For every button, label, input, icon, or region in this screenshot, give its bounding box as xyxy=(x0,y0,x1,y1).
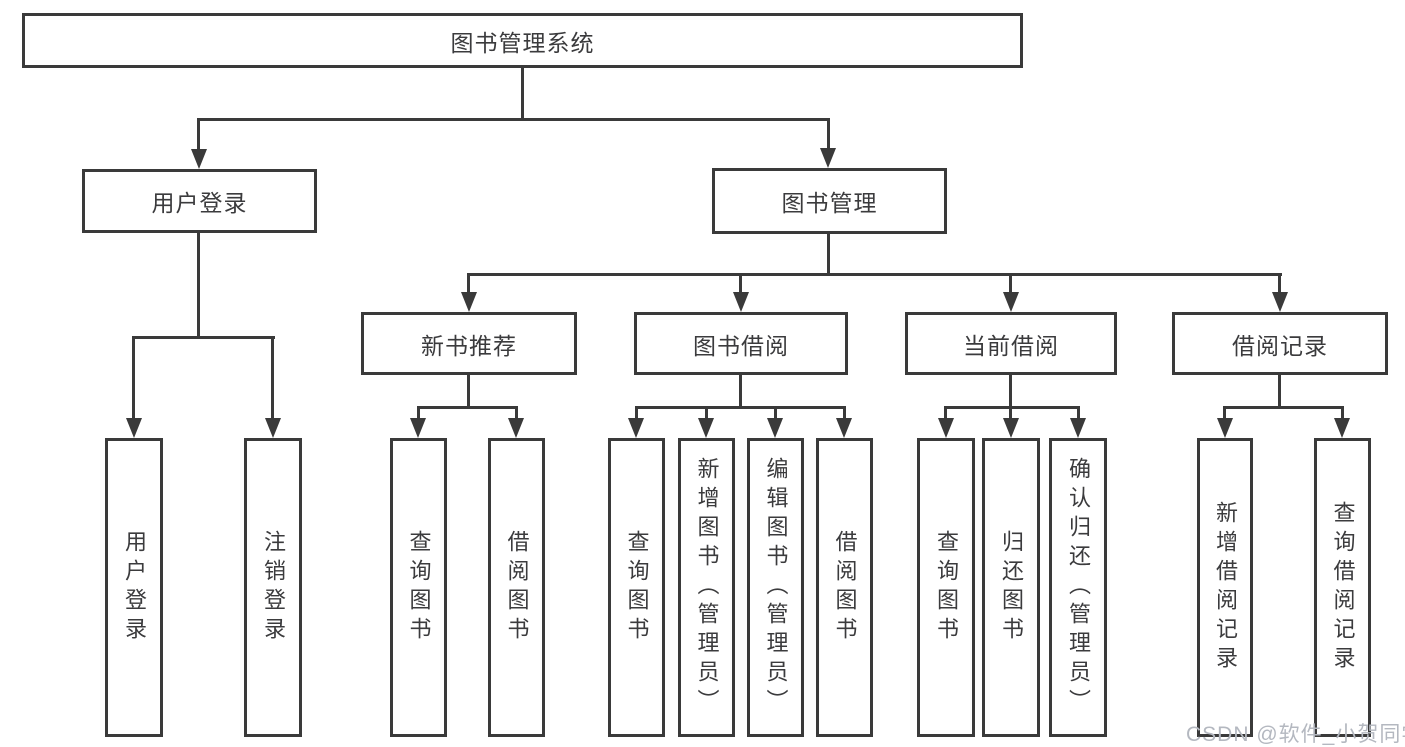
connector-drop-br-query xyxy=(1341,406,1344,424)
arrowhead-br-add xyxy=(1217,418,1233,438)
connector-drop-cb-confirm xyxy=(1077,406,1080,424)
leaf-logout: 注销登录 xyxy=(244,438,302,737)
connector-borrowing-records-leaf-bus xyxy=(1223,406,1344,409)
arrowhead-new-book xyxy=(461,292,477,312)
connector-drop-bb-add xyxy=(705,406,708,424)
arrowhead-book-management xyxy=(820,148,836,168)
connector-drop-bb-borrow xyxy=(843,406,846,424)
arrowhead-bb-query xyxy=(628,418,644,438)
leaf-cb-return-books-label: 归还图书 xyxy=(999,529,1024,646)
node-book-management: 图书管理 xyxy=(712,168,947,234)
arrowhead-br-query xyxy=(1334,418,1350,438)
leaf-bb-edit-books-admin: 编辑图书（管理员） xyxy=(747,438,804,737)
node-new-book-recommend: 新书推荐 xyxy=(361,312,577,375)
node-borrowing-records-label: 借阅记录 xyxy=(1232,332,1328,359)
leaf-cb-query-books-label: 查询图书 xyxy=(934,529,959,646)
arrowhead-bb-add xyxy=(698,418,714,438)
arrowhead-user-login xyxy=(191,149,207,169)
node-root-label: 图书管理系统 xyxy=(450,29,595,56)
connector-current-borrowing-leaf-bus xyxy=(944,406,1080,409)
arrowhead-bb-borrow xyxy=(836,418,852,438)
connector-drop-cb-query xyxy=(944,406,947,424)
connector-user-leaf-bus xyxy=(132,336,275,339)
node-borrowing-records: 借阅记录 xyxy=(1172,312,1388,375)
arrowhead-leaf-user-login xyxy=(126,418,142,438)
leaf-bb-borrow-books-label: 借阅图书 xyxy=(832,529,858,646)
connector-drop-book-borrowing xyxy=(739,273,742,297)
connector-book-borrowing-stub xyxy=(739,375,742,409)
connector-drop-bb-query xyxy=(635,406,638,424)
leaf-nb-query-books: 查询图书 xyxy=(390,438,447,737)
connector-drop-book-management xyxy=(827,118,830,153)
connector-new-book-leaf-bus xyxy=(417,406,518,409)
leaf-cb-confirm-return-admin: 确认归还（管理员） xyxy=(1049,438,1107,737)
connector-level2-bus xyxy=(198,118,830,121)
connector-drop-user-login xyxy=(197,118,200,154)
leaf-nb-borrow-books: 借阅图书 xyxy=(488,438,545,737)
arrowhead-cb-query xyxy=(938,418,954,438)
arrowhead-current-borrowing xyxy=(1003,292,1019,312)
connector-drop-br-add xyxy=(1223,406,1226,424)
node-current-borrowing: 当前借阅 xyxy=(905,312,1117,375)
leaf-bb-query-books: 查询图书 xyxy=(608,438,665,737)
node-root: 图书管理系统 xyxy=(22,13,1023,68)
leaf-logout-label: 注销登录 xyxy=(261,529,286,646)
leaf-nb-query-books-label: 查询图书 xyxy=(406,529,432,646)
connector-user-login-stub xyxy=(197,232,200,339)
connector-drop-current-borrowing xyxy=(1009,273,1012,297)
connector-drop-leaf-logout xyxy=(271,336,274,424)
connector-drop-leaf-user-login xyxy=(132,336,135,424)
connector-drop-bb-edit xyxy=(774,406,777,424)
leaf-user-login-label: 用户登录 xyxy=(122,529,147,646)
leaf-cb-query-books: 查询图书 xyxy=(917,438,975,737)
node-book-management-label: 图书管理 xyxy=(781,190,878,216)
connector-drop-borrowing-records xyxy=(1278,273,1281,297)
connector-level3-bus xyxy=(467,273,1282,276)
arrowhead-leaf-logout xyxy=(265,418,281,438)
leaf-bb-borrow-books: 借阅图书 xyxy=(816,438,873,737)
leaf-cb-confirm-return-admin-label: 确认归还（管理员） xyxy=(1066,457,1091,718)
node-user-login: 用户登录 xyxy=(82,169,317,233)
leaf-user-login: 用户登录 xyxy=(105,438,163,737)
arrowhead-cb-return xyxy=(1003,418,1019,438)
connector-root-stub xyxy=(521,68,524,121)
connector-drop-cb-return xyxy=(1009,406,1012,424)
leaf-br-add-record-label: 新增借阅记录 xyxy=(1213,500,1238,675)
connector-drop-nb-borrow xyxy=(515,406,518,424)
leaf-cb-return-books: 归还图书 xyxy=(982,438,1040,737)
connector-current-borrowing-stub xyxy=(1009,375,1012,409)
connector-drop-nb-query xyxy=(417,406,420,424)
node-current-borrowing-label: 当前借阅 xyxy=(963,332,1059,359)
arrowhead-borrowing-records xyxy=(1272,292,1288,312)
leaf-br-query-record: 查询借阅记录 xyxy=(1314,438,1371,737)
connector-book-management-stub xyxy=(827,234,830,276)
leaf-br-add-record: 新增借阅记录 xyxy=(1197,438,1253,737)
connector-drop-new-book xyxy=(467,273,470,297)
leaf-bb-add-books-admin: 新增图书（管理员） xyxy=(678,438,735,737)
arrowhead-bb-edit xyxy=(767,418,783,438)
arrowhead-nb-query xyxy=(410,418,426,438)
arrowhead-book-borrowing xyxy=(733,292,749,312)
leaf-bb-query-books-label: 查询图书 xyxy=(624,529,650,646)
csdn-watermark: CSDN @软件_小贺同学 xyxy=(1186,723,1405,746)
leaf-nb-borrow-books-label: 借阅图书 xyxy=(504,529,530,646)
leaf-bb-edit-books-admin-label: 编辑图书（管理员） xyxy=(763,457,789,718)
node-book-borrowing-label: 图书借阅 xyxy=(693,332,789,359)
node-new-book-recommend-label: 新书推荐 xyxy=(421,332,517,359)
connector-new-book-stub xyxy=(467,375,470,409)
leaf-bb-add-books-admin-label: 新增图书（管理员） xyxy=(694,457,720,718)
node-user-login-label: 用户登录 xyxy=(151,190,248,216)
connector-book-borrowing-leaf-bus xyxy=(635,406,845,409)
leaf-br-query-record-label: 查询借阅记录 xyxy=(1330,500,1356,675)
node-book-borrowing: 图书借阅 xyxy=(634,312,848,375)
arrowhead-cb-confirm xyxy=(1070,418,1086,438)
arrowhead-nb-borrow xyxy=(508,418,524,438)
connector-borrowing-records-stub xyxy=(1278,375,1281,409)
